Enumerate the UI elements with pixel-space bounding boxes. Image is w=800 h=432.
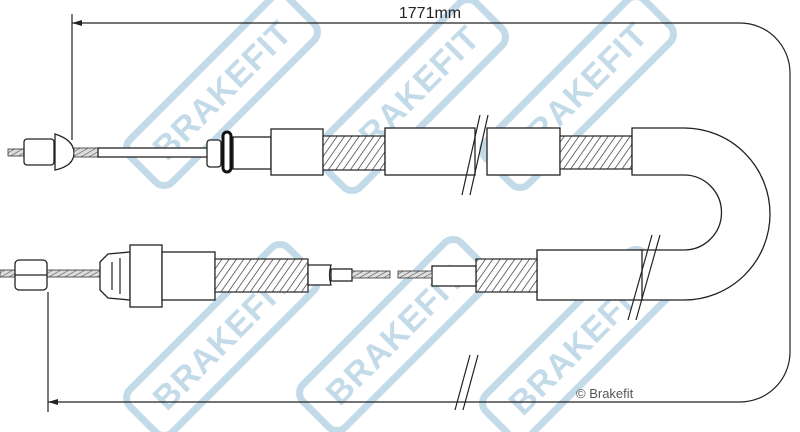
conduit-bend bbox=[631, 127, 771, 301]
bottom-cable-left bbox=[0, 244, 391, 308]
dimension-line: 1771mm bbox=[47, 5, 791, 412]
bottom-cable-right bbox=[397, 249, 643, 301]
break-marks bbox=[454, 114, 661, 411]
dimension-label: 1771mm bbox=[399, 5, 461, 22]
top-cable-end bbox=[7, 127, 633, 176]
copyright-text: © Brakefit bbox=[576, 386, 634, 401]
watermark-group: BRAKEFIT BRAKEFIT BRAKEFIT BRAKEFIT BRAK… bbox=[123, 0, 677, 432]
